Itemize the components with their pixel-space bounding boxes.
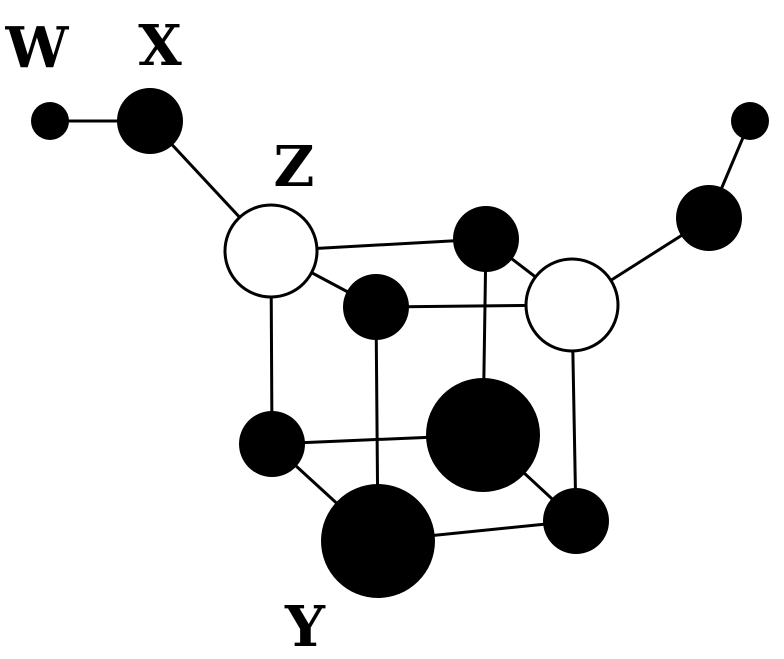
label-y: Y: [284, 594, 326, 659]
atom-w: [31, 102, 69, 140]
atom-side: [676, 185, 742, 251]
atom-right-open: [524, 257, 620, 353]
atom-terminal-right: [731, 102, 769, 140]
labels: W X Z Y: [5, 13, 326, 659]
atom-y: [321, 484, 435, 598]
label-z: Z: [274, 134, 315, 200]
atom-bottom-left: [239, 411, 305, 477]
atom-z: [223, 203, 319, 299]
bonds: [50, 119, 752, 543]
atom-bottom-right: [543, 488, 609, 554]
label-w: W: [5, 15, 70, 81]
atom-front-top: [343, 274, 409, 340]
atom-top-back: [453, 206, 519, 272]
atom-large-back: [426, 378, 540, 492]
label-x: X: [138, 13, 182, 79]
atom-x: [117, 88, 183, 154]
atoms: [31, 88, 769, 598]
